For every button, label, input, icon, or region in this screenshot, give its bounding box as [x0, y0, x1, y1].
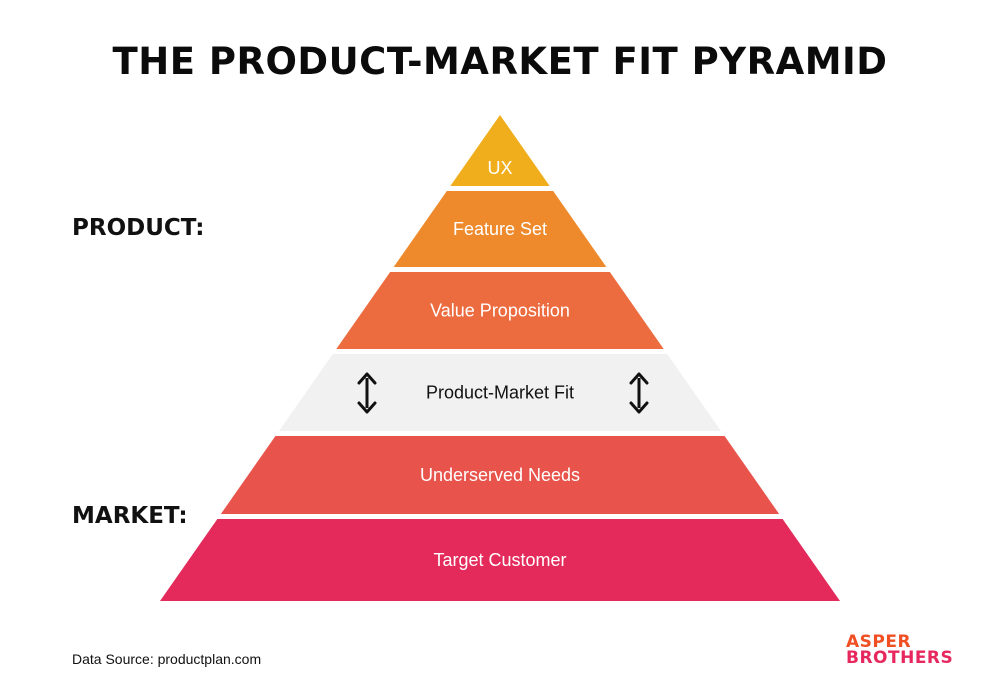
tier-label-value-proposition: Value Proposition: [430, 301, 570, 321]
page-title: THE PRODUCT-MARKET FIT PYRAMID: [112, 40, 888, 83]
market-label: MARKET:: [72, 503, 188, 529]
asper-brothers-logo: ASPER BROTHERS: [846, 632, 956, 668]
tier-label-underserved-needs: Underserved Needs: [420, 465, 580, 485]
tier-target-customer: [160, 519, 840, 601]
tier-label-ux: UX: [487, 158, 512, 178]
tier-label-feature-set: Feature Set: [453, 219, 547, 239]
double-arrow-right-icon: [629, 372, 649, 414]
double-arrow-left-icon: [357, 372, 377, 414]
product-label: PRODUCT:: [72, 215, 205, 241]
tier-product-market-fit: [278, 354, 722, 431]
tier-value-proposition: [336, 272, 664, 349]
data-source: Data Source: productplan.com: [72, 651, 262, 667]
tier-ux: [450, 115, 550, 186]
tier-feature-set: [393, 191, 607, 267]
tier-label-product-market-fit: Product-Market Fit: [426, 383, 574, 403]
tier-label-target-customer: Target Customer: [433, 550, 566, 570]
tier-underserved-needs: [220, 436, 780, 514]
logo-line-2: BROTHERS: [846, 648, 954, 668]
logo-line-1: ASPER: [846, 632, 912, 652]
